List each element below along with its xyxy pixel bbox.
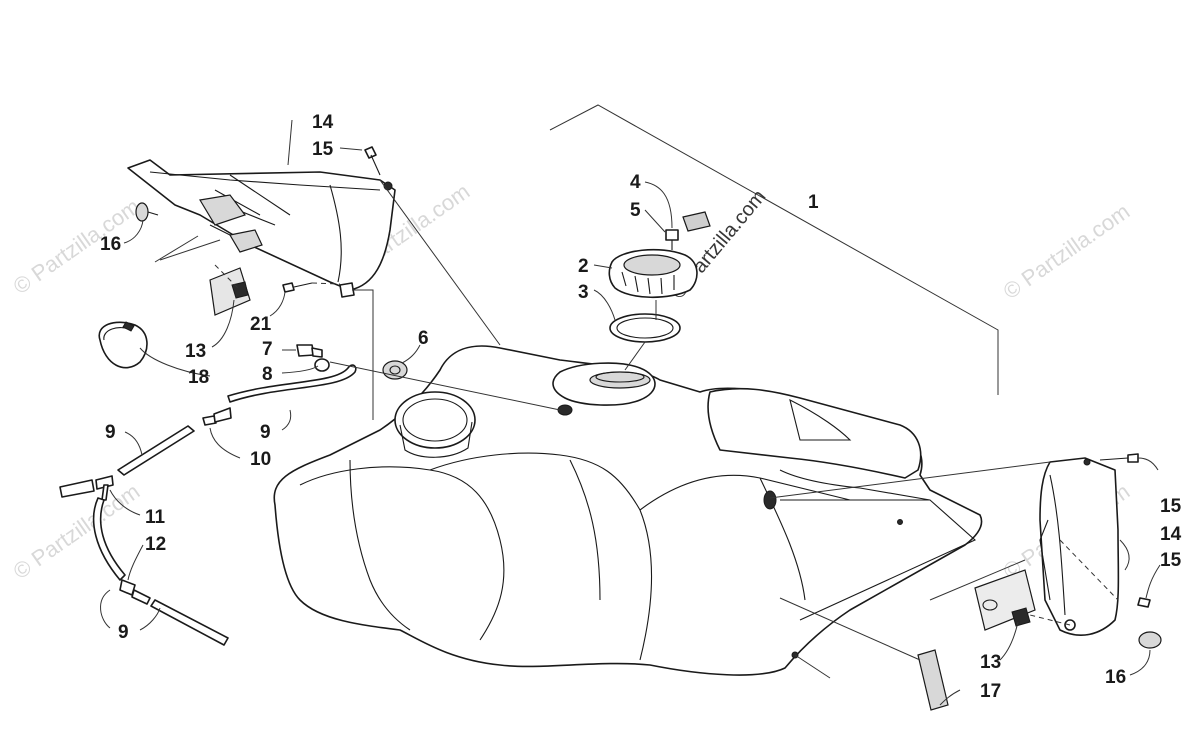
- callout-10: 10: [250, 449, 271, 470]
- callout-15c: 15: [1160, 550, 1182, 571]
- callout-16a: 16: [100, 234, 121, 255]
- callout-7: 7: [262, 339, 273, 360]
- assembly-bracket-line: [549, 104, 999, 395]
- callout-13b: 13: [980, 652, 1001, 673]
- callout-1: 1: [808, 192, 819, 213]
- tee-fitting-11: [95, 475, 114, 501]
- bracket-13-right: [974, 569, 1036, 631]
- hose-9-lower-curve: [92, 497, 126, 581]
- watermark: © Partzilla.com: [999, 199, 1135, 305]
- grommet-8: [314, 358, 330, 372]
- clamp-18: [98, 321, 148, 369]
- hose-9-upper: [227, 364, 357, 403]
- callout-12: 12: [145, 534, 166, 555]
- callout-3: 3: [578, 282, 589, 303]
- callout-9b: 9: [260, 422, 271, 443]
- rivet-16-left: [135, 202, 159, 222]
- callout-5: 5: [630, 200, 641, 221]
- hose-9-left: [117, 425, 195, 476]
- bolt-15-right-lower: [1137, 597, 1151, 608]
- gasket-3: [609, 313, 681, 343]
- decal-4: [682, 211, 711, 232]
- callout-8: 8: [262, 364, 273, 385]
- watermark: © Partzilla.com: [9, 194, 145, 300]
- fitting-7: [296, 344, 323, 358]
- screw-5: [665, 229, 679, 250]
- callout-14b: 14: [1160, 524, 1182, 545]
- callout-21: 21: [250, 314, 272, 335]
- callout-13a: 13: [185, 341, 206, 362]
- leader-lines: [100, 119, 1161, 706]
- callout-18: 18: [188, 367, 209, 388]
- callout-15b: 15: [1160, 496, 1182, 517]
- callout-16b: 16: [1105, 667, 1126, 688]
- callout-17: 17: [980, 681, 1001, 702]
- bracket-13-left: [209, 264, 251, 316]
- side-panel-left: [127, 159, 396, 298]
- fuel-tank: [273, 345, 983, 676]
- side-panel-right: [1039, 457, 1120, 636]
- fitting-10: [202, 407, 232, 426]
- callout-2: 2: [578, 256, 589, 277]
- fuel-cap-2: [608, 248, 698, 299]
- callout-9c: 9: [118, 622, 129, 643]
- grommet-6: [382, 360, 408, 380]
- rivet-16-right: [1138, 631, 1162, 649]
- hose-9-stub: [59, 479, 95, 498]
- hose-9-lower: [150, 599, 229, 646]
- callout-labels: 1 2 3 4 5 6 7 8 9 9 9 10 11 12 13 13 14 …: [100, 112, 1182, 702]
- fitting-12: [119, 579, 151, 605]
- callout-11: 11: [145, 507, 166, 528]
- callout-6: 6: [418, 328, 429, 349]
- screw-21: [282, 282, 341, 293]
- foam-strip-17: [917, 649, 949, 711]
- callout-15a: 15: [312, 139, 334, 160]
- bolt-15-right-upper: [1099, 453, 1139, 463]
- callout-9a: 9: [105, 422, 116, 443]
- bolt-15-left: [364, 146, 381, 176]
- callout-14a: 14: [312, 112, 334, 133]
- callout-4: 4: [630, 172, 641, 193]
